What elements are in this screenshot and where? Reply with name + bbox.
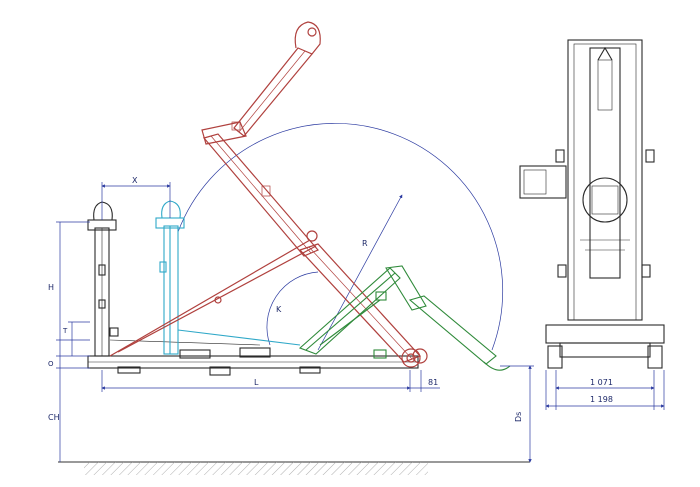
dim-label-t: T [62,327,68,335]
dim-label-width-inner: 1 071 [590,378,613,387]
arm-stowed [87,201,261,357]
dim-label-r: R [362,239,368,248]
dim-height-stack [56,221,90,462]
dim-width-outer [545,370,665,410]
dim-label-gap: 81 [428,378,438,387]
subframe [87,347,419,376]
dim-label-width-outer: 1 198 [590,395,613,404]
dim-label-ds: Ds [514,412,523,422]
dim-ds [500,365,534,463]
dim-x [101,182,171,220]
arm-tipped [298,265,511,371]
dim-label-x: X [132,176,138,185]
radius-arc [177,122,504,351]
angle-arc-k [266,271,319,346]
dim-label-o: O [48,360,54,368]
dim-width-inner [555,370,655,410]
dim-label-h: H [48,283,54,292]
dim-l [101,370,440,392]
arm-intermediate [155,200,301,355]
dim-label-ch: CH [48,413,60,422]
rear-view [519,39,665,369]
ground-line [58,461,530,475]
dim-label-l: L [254,378,259,387]
dim-label-k: K [276,305,282,314]
radius-line [317,194,403,351]
